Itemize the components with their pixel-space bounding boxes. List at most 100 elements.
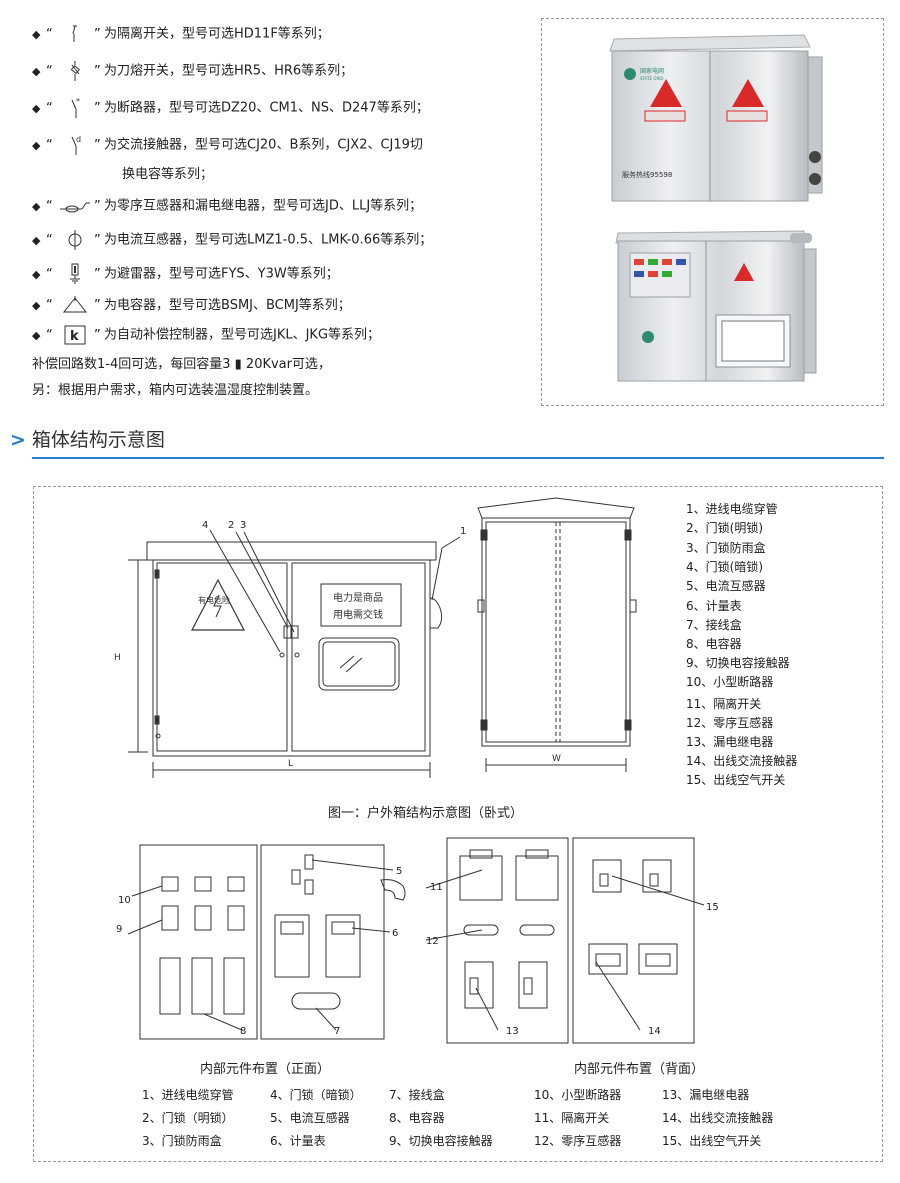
current-transformer-icon [56, 229, 94, 251]
chevron-right-icon: > [10, 429, 26, 451]
callout-3: 3 [240, 520, 246, 531]
dimension-w: W [552, 754, 561, 764]
callout-12: 12 [426, 936, 439, 947]
bullet-diamond-icon: ◆ [32, 64, 41, 78]
legend-item: 14、出线交流接触器 [686, 754, 798, 768]
photo-brand: 国家电网 [640, 67, 664, 75]
sign-line-2: 用电需交钱 [333, 608, 383, 621]
k-label: k [70, 329, 79, 344]
fuse-switch-icon [56, 60, 94, 82]
callout-1: 1 [460, 526, 466, 537]
svg-text:d: d [76, 135, 81, 144]
symbol-row-contactor: ◆“d”为交流接触器，型号可选CJ20、B系列，CJX2、CJ19切 [32, 134, 423, 156]
figure-caption: 图一：户外箱结构示意图（卧式） [328, 806, 524, 821]
symbol-text: 为断路器，型号可选DZ20、CM1、NS、D247等系列； [104, 100, 429, 116]
callout-11: 11 [430, 882, 443, 893]
bottom-legend-item: 11、隔离开关 [534, 1111, 610, 1125]
bottom-legend-item: 6、计量表 [270, 1134, 326, 1148]
symbol-row-arrester: ◆“”为避雷器，型号可选FYS、Y3W等系列； [32, 263, 339, 285]
callout-10: 10 [118, 895, 131, 906]
bottom-legend-item: 12、零序互感器 [534, 1134, 622, 1148]
state-grid-logo-icon [624, 68, 636, 80]
residual-transformer-icon [56, 197, 94, 215]
symbol-row-fuse-switch: ◆“”为刀熔开关，型号可选HR5、HR6等系列； [32, 60, 353, 82]
bullet-diamond-icon: ◆ [32, 101, 41, 115]
bottom-legend-item: 10、小型断路器 [534, 1088, 622, 1102]
symbol-row-current-transformer: ◆“”为电流互感器，型号可选LMZ1-0.5、LMK-0.66等系列； [32, 229, 432, 251]
photo-hotline: 服务热线95598 [622, 170, 672, 179]
bottom-legend-item: 9、切换电容接触器 [389, 1134, 493, 1148]
symbol-text: 为刀熔开关，型号可选HR5、HR6等系列； [104, 63, 354, 79]
legend-item: 10、小型断路器 [686, 675, 774, 689]
section-title: >箱体结构示意图 [10, 429, 165, 451]
bottom-legend-item: 8、电容器 [389, 1111, 445, 1125]
legend-item: 9、切换电容接触器 [686, 656, 790, 670]
bottom-legend-item: 4、门锁（暗锁） [270, 1088, 362, 1102]
legend-item: 2、门锁(明锁) [686, 521, 763, 535]
legend-item: 7、接线盒 [686, 618, 742, 632]
front-internal-drawing [127, 844, 406, 1040]
bullet-diamond-icon: ◆ [32, 328, 41, 342]
legend-item: 8、电容器 [686, 637, 742, 651]
warning-label: 有电危险 [198, 595, 230, 605]
contactor-icon: d [56, 134, 94, 156]
svg-text:*: * [76, 97, 80, 106]
symbol-row-isolating-switch: ◆“”为隔离开关，型号可选HD11F等系列； [32, 24, 330, 44]
arrester-icon [56, 263, 94, 285]
callout-4: 4 [202, 520, 208, 531]
circuit-breaker-icon: * [56, 97, 94, 119]
note-optional: 另：根据用户需求，箱内可选装温湿度控制装置。 [32, 383, 319, 398]
cabinet-photos: 国家电网 STATE GRID 服务热线95598 [609, 34, 823, 382]
legend-item: 11、隔离开关 [686, 697, 762, 711]
callout-5: 5 [396, 866, 402, 877]
callout-13: 13 [506, 1026, 519, 1037]
bottom-legend-item: 15、出线空气开关 [662, 1134, 762, 1148]
isolating-switch-icon [56, 24, 94, 44]
photo-brand-en: STATE GRID [640, 76, 663, 81]
compensation-controller-icon: k [56, 325, 94, 345]
dimension-h: H [114, 653, 121, 663]
caption-front: 内部元件布置（正面） [200, 1062, 331, 1077]
side-cabinet-drawing [477, 497, 637, 772]
bottom-legend-item: 13、漏电继电器 [662, 1088, 750, 1102]
front-cabinet-drawing [128, 529, 461, 778]
legend-item: 15、出线空气开关 [686, 773, 786, 787]
contactor-text-continued: 换电容等系列； [122, 167, 214, 182]
warning-triangle-icon [732, 79, 764, 107]
bottom-legend-item: 2、门锁（明锁） [142, 1111, 234, 1125]
sign-line-1: 电力是商品 [333, 591, 383, 604]
section-divider [32, 457, 884, 459]
callout-8: 8 [240, 1026, 246, 1037]
bottom-legend-item: 7、接线盒 [389, 1088, 445, 1102]
bullet-diamond-icon: ◆ [32, 138, 41, 152]
bottom-legend-item: 5、电流互感器 [270, 1111, 350, 1125]
callout-2: 2 [228, 520, 234, 531]
bullet-diamond-icon: ◆ [32, 199, 41, 213]
back-internal-drawing [425, 837, 705, 1044]
callout-9: 9 [116, 924, 122, 935]
structure-diagram-frame [33, 486, 883, 1162]
capacitor-icon [56, 296, 94, 315]
callout-14: 14 [648, 1026, 661, 1037]
symbol-row-circuit-breaker: ◆“*”为断路器，型号可选DZ20、CM1、NS、D247等系列； [32, 97, 429, 119]
symbol-text: 为隔离开关，型号可选HD11F等系列； [104, 26, 330, 42]
legend-item: 13、漏电继电器 [686, 735, 774, 749]
symbol-text: 为交流接触器，型号可选CJ20、B系列，CJX2、CJ19切 [104, 137, 423, 153]
symbol-row-compensation-controller: ◆“k”为自动补偿控制器，型号可选JKL、JKG等系列； [32, 325, 380, 345]
legend-item: 1、进线电缆穿管 [686, 502, 778, 516]
legend-item: 3、门锁防雨盒 [686, 541, 766, 555]
note-loops: 补偿回路数1-4回可选，每回容量3 ▮ 20Kvar可选， [32, 357, 331, 372]
state-grid-logo-icon [642, 331, 654, 343]
warning-triangle-icon [734, 263, 754, 281]
symbol-text: 为零序互感器和漏电继电器，型号可选JD、LLJ等系列； [104, 198, 423, 214]
legend-item: 12、零序互感器 [686, 716, 774, 730]
legend-item: 4、门锁(暗锁) [686, 560, 763, 574]
bullet-diamond-icon: ◆ [32, 233, 41, 247]
cabinet-photo-1: 国家电网 STATE GRID 服务热线95598 [609, 34, 823, 202]
symbol-text: 为电容器，型号可选BSMJ、BCMJ等系列； [104, 297, 351, 313]
callout-7: 7 [334, 1026, 340, 1037]
bottom-legend-item: 1、进线电缆穿管 [142, 1088, 234, 1102]
callout-15: 15 [706, 902, 719, 913]
symbol-text: 为电流互感器，型号可选LMZ1-0.5、LMK-0.66等系列； [104, 232, 433, 248]
